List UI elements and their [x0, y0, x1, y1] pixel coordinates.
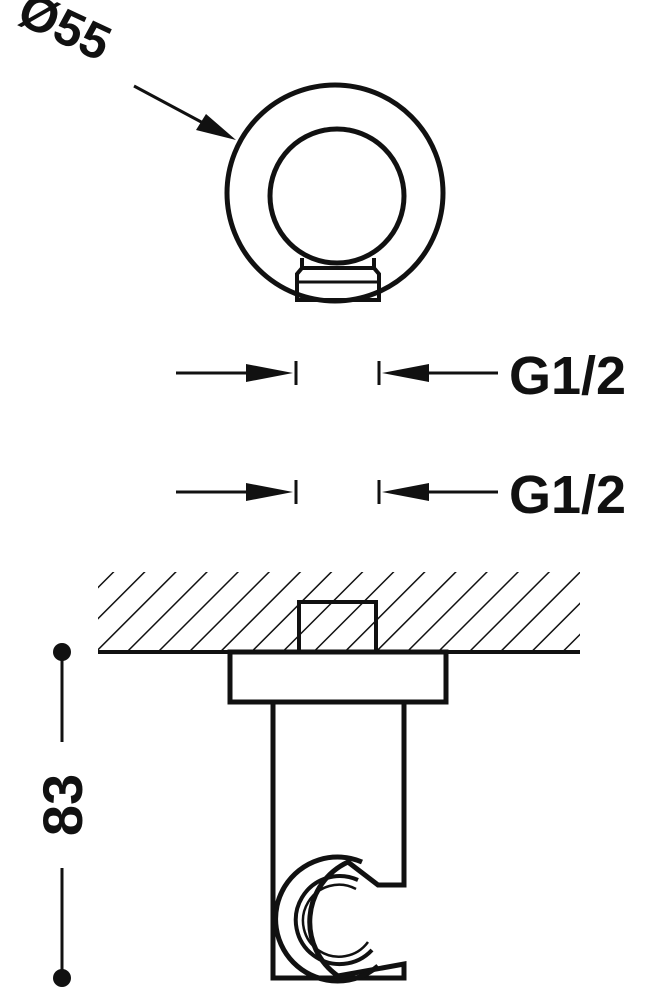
diameter-arrow-head	[196, 114, 236, 140]
thread-label-1: G1/2	[509, 346, 626, 406]
height-label: 83	[31, 774, 94, 836]
diameter-annotation: Ø55	[10, 0, 236, 140]
wall-hatching	[98, 572, 580, 652]
hook-inner-arc-2	[301, 883, 370, 958]
side-view-body	[227, 649, 449, 984]
thread-dimension-2: G1/2	[176, 465, 626, 525]
diameter-leader-line	[133, 84, 206, 126]
arrow-left-icon	[382, 364, 429, 382]
dimension-dot-bottom	[53, 969, 71, 987]
wall-section	[98, 572, 580, 654]
thread-label-2: G1/2	[509, 465, 626, 525]
diameter-label: Ø55	[10, 0, 119, 72]
hook-outer-arc	[273, 854, 380, 984]
arrow-right-icon	[246, 364, 293, 382]
holder-body	[270, 699, 407, 981]
thread-dimension-1: G1/2	[176, 346, 626, 406]
wall-flange	[227, 649, 449, 705]
arrow-right-icon	[246, 483, 293, 501]
hook-inner-arc	[293, 874, 374, 966]
inner-bore-circle	[267, 126, 407, 266]
height-dimension: 83	[31, 643, 94, 987]
connector-nut	[295, 258, 381, 302]
arrow-left-icon	[382, 483, 429, 501]
top-view	[224, 82, 446, 304]
